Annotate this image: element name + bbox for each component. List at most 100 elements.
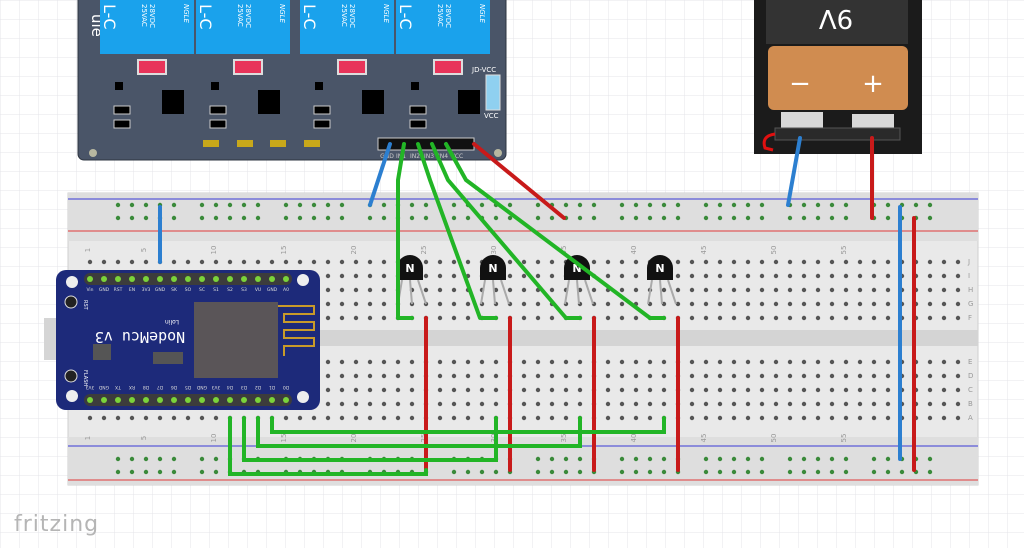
breadboard-hole[interactable]: [381, 401, 387, 407]
breadboard-hole[interactable]: [717, 387, 723, 393]
breadboard-hole[interactable]: [605, 401, 611, 407]
breadboard-hole[interactable]: [605, 315, 611, 321]
breadboard-hole[interactable]: [311, 215, 317, 221]
breadboard-hole[interactable]: [605, 359, 611, 365]
breadboard-hole[interactable]: [647, 202, 653, 208]
breadboard-hole[interactable]: [353, 373, 359, 379]
breadboard-hole[interactable]: [675, 301, 681, 307]
breadboard-hole[interactable]: [703, 456, 709, 462]
breadboard-hole[interactable]: [535, 401, 541, 407]
breadboard-hole[interactable]: [759, 215, 765, 221]
breadboard-hole[interactable]: [339, 273, 345, 279]
breadboard-hole[interactable]: [339, 202, 345, 208]
breadboard-hole[interactable]: [941, 315, 947, 321]
breadboard-hole[interactable]: [815, 387, 821, 393]
breadboard-hole[interactable]: [633, 259, 639, 265]
breadboard-hole[interactable]: [633, 273, 639, 279]
breadboard-hole[interactable]: [549, 215, 555, 221]
breadboard-hole[interactable]: [843, 415, 849, 421]
breadboard-hole[interactable]: [647, 373, 653, 379]
breadboard-hole[interactable]: [955, 259, 961, 265]
breadboard-hole[interactable]: [717, 456, 723, 462]
breadboard-hole[interactable]: [871, 387, 877, 393]
breadboard-hole[interactable]: [115, 259, 121, 265]
breadboard-hole[interactable]: [633, 469, 639, 475]
breadboard-hole[interactable]: [521, 287, 527, 293]
breadboard-hole[interactable]: [871, 401, 877, 407]
breadboard-hole[interactable]: [843, 401, 849, 407]
breadboard-hole[interactable]: [941, 359, 947, 365]
breadboard-hole[interactable]: [661, 456, 667, 462]
breadboard-hole[interactable]: [143, 456, 149, 462]
breadboard-hole[interactable]: [731, 215, 737, 221]
breadboard-hole[interactable]: [675, 259, 681, 265]
breadboard-hole[interactable]: [759, 273, 765, 279]
breadboard-hole[interactable]: [493, 469, 499, 475]
breadboard-hole[interactable]: [703, 469, 709, 475]
breadboard-hole[interactable]: [857, 259, 863, 265]
breadboard-hole[interactable]: [955, 359, 961, 365]
breadboard-hole[interactable]: [451, 301, 457, 307]
flash-button[interactable]: [64, 369, 78, 383]
breadboard-hole[interactable]: [703, 387, 709, 393]
breadboard-hole[interactable]: [619, 287, 625, 293]
breadboard-hole[interactable]: [647, 415, 653, 421]
breadboard-hole[interactable]: [717, 202, 723, 208]
breadboard-hole[interactable]: [731, 359, 737, 365]
breadboard-hole[interactable]: [143, 259, 149, 265]
breadboard-hole[interactable]: [871, 359, 877, 365]
breadboard-hole[interactable]: [829, 401, 835, 407]
breadboard-hole[interactable]: [703, 301, 709, 307]
breadboard-hole[interactable]: [829, 315, 835, 321]
breadboard-hole[interactable]: [241, 202, 247, 208]
breadboard-hole[interactable]: [885, 301, 891, 307]
breadboard-hole[interactable]: [927, 287, 933, 293]
breadboard-hole[interactable]: [899, 469, 905, 475]
breadboard-hole[interactable]: [787, 315, 793, 321]
breadboard-hole[interactable]: [521, 359, 527, 365]
breadboard-hole[interactable]: [255, 259, 261, 265]
breadboard-hole[interactable]: [437, 401, 443, 407]
breadboard-hole[interactable]: [955, 415, 961, 421]
breadboard-hole[interactable]: [717, 415, 723, 421]
breadboard-hole[interactable]: [759, 401, 765, 407]
breadboard-hole[interactable]: [745, 469, 751, 475]
breadboard-hole[interactable]: [633, 315, 639, 321]
breadboard-hole[interactable]: [703, 259, 709, 265]
breadboard-hole[interactable]: [367, 373, 373, 379]
breadboard-hole[interactable]: [717, 259, 723, 265]
breadboard-hole[interactable]: [465, 259, 471, 265]
breadboard-hole[interactable]: [815, 456, 821, 462]
breadboard-hole[interactable]: [535, 273, 541, 279]
breadboard-hole[interactable]: [773, 301, 779, 307]
breadboard-hole[interactable]: [731, 273, 737, 279]
breadboard-hole[interactable]: [297, 202, 303, 208]
breadboard-hole[interactable]: [731, 287, 737, 293]
breadboard-hole[interactable]: [703, 415, 709, 421]
breadboard-hole[interactable]: [563, 401, 569, 407]
breadboard-hole[interactable]: [297, 215, 303, 221]
breadboard-hole[interactable]: [325, 301, 331, 307]
breadboard-hole[interactable]: [843, 287, 849, 293]
breadboard-hole[interactable]: [241, 259, 247, 265]
breadboard-hole[interactable]: [731, 456, 737, 462]
breadboard-hole[interactable]: [885, 259, 891, 265]
breadboard-hole[interactable]: [731, 469, 737, 475]
breadboard-hole[interactable]: [409, 359, 415, 365]
breadboard-hole[interactable]: [857, 315, 863, 321]
breadboard-hole[interactable]: [633, 415, 639, 421]
breadboard-hole[interactable]: [395, 401, 401, 407]
breadboard-hole[interactable]: [535, 315, 541, 321]
breadboard-hole[interactable]: [605, 273, 611, 279]
breadboard-hole[interactable]: [437, 273, 443, 279]
breadboard-hole[interactable]: [437, 315, 443, 321]
breadboard-hole[interactable]: [843, 387, 849, 393]
breadboard-hole[interactable]: [787, 273, 793, 279]
breadboard-hole[interactable]: [647, 456, 653, 462]
breadboard-hole[interactable]: [255, 215, 261, 221]
breadboard-hole[interactable]: [815, 401, 821, 407]
breadboard-hole[interactable]: [619, 259, 625, 265]
breadboard-hole[interactable]: [283, 202, 289, 208]
breadboard-hole[interactable]: [171, 259, 177, 265]
breadboard-hole[interactable]: [689, 415, 695, 421]
